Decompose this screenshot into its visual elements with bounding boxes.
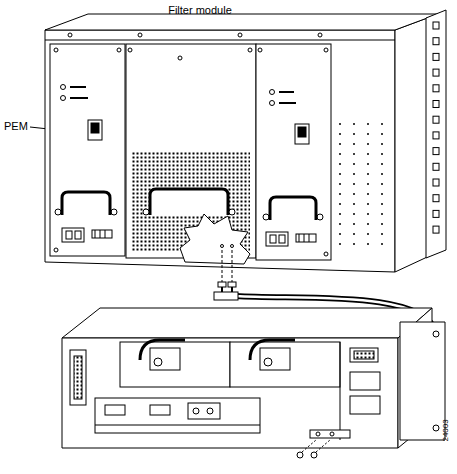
ear-hole bbox=[433, 116, 439, 123]
ear-hole bbox=[433, 195, 439, 202]
ear-hole bbox=[433, 226, 439, 233]
ear-hole bbox=[433, 132, 439, 139]
ear-hole bbox=[433, 101, 439, 108]
ear-hole bbox=[433, 85, 439, 92]
lower-unit bbox=[62, 308, 445, 458]
ear-hole bbox=[433, 38, 439, 45]
ear-hole bbox=[433, 210, 439, 217]
ear-hole bbox=[433, 148, 439, 155]
ear-hole bbox=[433, 179, 439, 186]
callout-label: PEM bbox=[4, 120, 28, 132]
ear-hole bbox=[433, 53, 439, 60]
callout-label: Filter module bbox=[168, 4, 232, 16]
ear-hole bbox=[433, 22, 439, 29]
ear-hole bbox=[433, 69, 439, 76]
upper-chassis bbox=[45, 10, 446, 272]
figure-number: 24003 bbox=[442, 419, 451, 441]
ear-hole bbox=[433, 163, 439, 170]
